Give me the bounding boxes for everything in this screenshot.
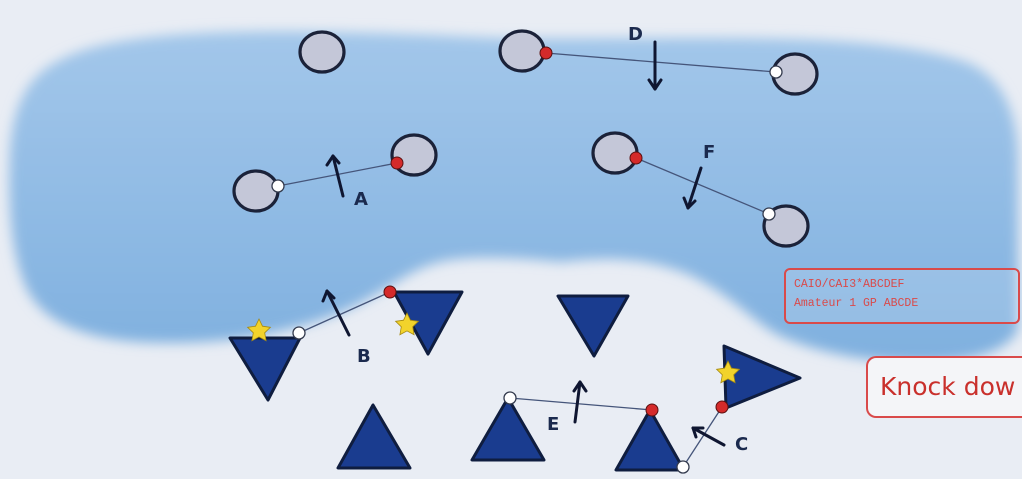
line-f bbox=[635, 157, 770, 215]
arrow-icon-a bbox=[325, 154, 345, 198]
red-flag bbox=[383, 285, 397, 299]
red-flag bbox=[715, 400, 729, 414]
class-info-box: CAIO/CAI3*ABCDEF Amateur 1 GP ABCDE bbox=[784, 268, 1020, 324]
knock-down-box: Knock dow bbox=[866, 356, 1022, 418]
label-f: F bbox=[703, 142, 715, 163]
circle-obstacle bbox=[591, 131, 639, 175]
circle-obstacle bbox=[298, 30, 346, 74]
arrow-icon-e bbox=[572, 380, 588, 424]
red-flag bbox=[539, 46, 553, 60]
white-flag bbox=[762, 207, 776, 221]
label-d: D bbox=[628, 24, 643, 45]
line-e bbox=[509, 397, 653, 411]
triangle-obstacle-up bbox=[336, 403, 412, 470]
triangle-obstacles bbox=[228, 290, 802, 472]
white-flag bbox=[503, 391, 517, 405]
triangle-obstacle-down bbox=[556, 294, 630, 358]
white-flag bbox=[676, 460, 690, 474]
white-flag bbox=[292, 326, 306, 340]
water-zone bbox=[9, 31, 1018, 363]
label-b: B bbox=[357, 346, 371, 367]
red-flags bbox=[383, 46, 729, 417]
white-flag bbox=[769, 65, 783, 79]
line-d bbox=[545, 52, 777, 73]
arrow-icon-d bbox=[647, 40, 663, 91]
star-icon bbox=[394, 312, 420, 336]
red-flag bbox=[629, 151, 643, 165]
circle-obstacle bbox=[498, 29, 546, 73]
class-line-2: Amateur 1 GP ABCDE bbox=[794, 297, 919, 310]
star-icon bbox=[246, 318, 272, 342]
arrow-icon-c bbox=[691, 426, 726, 447]
knock-down-text: Knock dow bbox=[880, 372, 1016, 401]
class-line-1: CAIO/CAI3*ABCDEF bbox=[794, 278, 905, 291]
label-e: E bbox=[547, 414, 559, 435]
white-flags bbox=[271, 65, 783, 474]
line-c bbox=[682, 406, 723, 468]
arrow-icon-b bbox=[321, 289, 351, 337]
circle-obstacle bbox=[232, 169, 280, 213]
red-flag bbox=[645, 403, 659, 417]
label-a: A bbox=[354, 189, 368, 210]
arrow-icon-f bbox=[682, 166, 703, 210]
star-icon bbox=[715, 360, 741, 384]
triangle-obstacle-up bbox=[470, 396, 546, 462]
line-b bbox=[298, 291, 391, 334]
triangle-obstacle-right bbox=[722, 344, 802, 410]
triangle-obstacle-up bbox=[614, 408, 686, 472]
triangle-obstacle-down bbox=[228, 336, 302, 402]
direction-arrows bbox=[321, 40, 726, 447]
white-flag bbox=[271, 179, 285, 193]
stars bbox=[246, 312, 741, 384]
label-c: C bbox=[735, 434, 748, 455]
red-flag bbox=[390, 156, 404, 170]
